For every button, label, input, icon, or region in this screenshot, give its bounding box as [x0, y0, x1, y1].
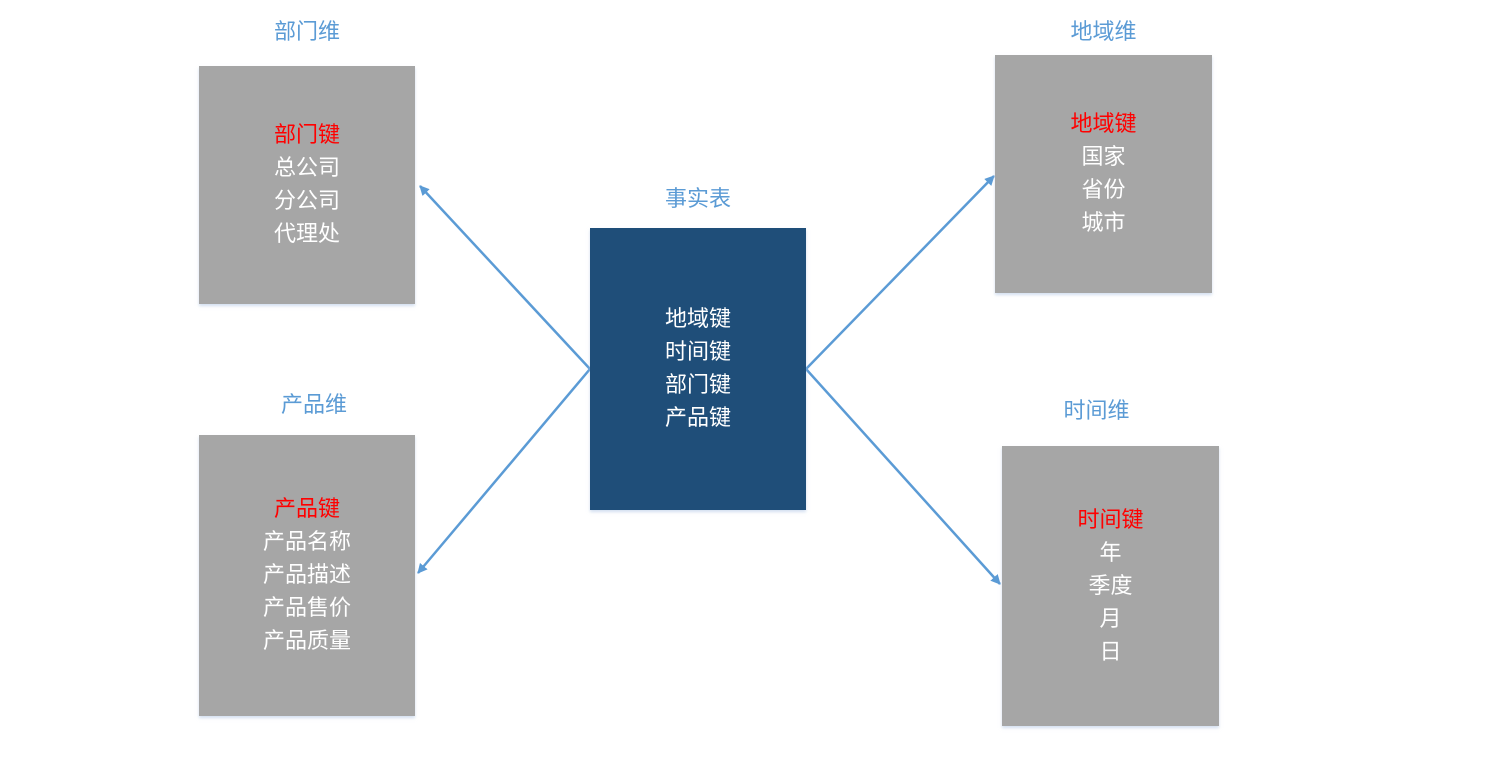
time-field: 月 — [1099, 606, 1122, 632]
region-dimension-box: 地域键 国家 省份 城市 — [995, 55, 1212, 293]
department-dimension-box: 部门键 总公司 分公司 代理处 — [199, 66, 415, 304]
time-key: 时间键 — [1077, 507, 1144, 533]
department-key: 部门键 — [273, 123, 340, 148]
fact-table-title: 事实表 — [664, 187, 731, 212]
region-dimension-title: 地域维 — [1070, 20, 1137, 45]
fact-field: 地域键 — [664, 307, 731, 332]
region-key: 地域键 — [1070, 112, 1137, 137]
department-dimension-title: 部门维 — [273, 20, 340, 45]
product-key: 产品键 — [273, 497, 340, 522]
department-field: 代理处 — [273, 222, 340, 247]
arrow-to-time — [805, 368, 1001, 585]
product-field: 产品质量 — [262, 629, 351, 654]
department-field: 总公司 — [273, 156, 340, 181]
arrow-to-department — [419, 185, 591, 370]
region-field: 国家 — [1081, 145, 1126, 170]
time-field: 季度 — [1088, 573, 1133, 599]
fact-table-box: 地域键 时间键 部门键 产品键 — [590, 228, 806, 510]
region-field: 省份 — [1081, 178, 1126, 203]
product-field: 产品售价 — [262, 596, 351, 621]
time-dimension-title: 时间维 — [1063, 399, 1130, 424]
time-field: 年 — [1099, 540, 1122, 566]
product-field: 产品描述 — [262, 563, 351, 588]
department-field: 分公司 — [273, 189, 340, 214]
product-dimension-box: 产品键 产品名称 产品描述 产品售价 产品质量 — [199, 435, 415, 716]
fact-field: 部门键 — [664, 373, 731, 398]
arrow-to-region — [805, 175, 995, 370]
time-dimension-box: 时间键 年 季度 月 日 — [1002, 446, 1219, 726]
time-field: 日 — [1099, 639, 1122, 665]
region-field: 城市 — [1081, 211, 1126, 236]
product-field: 产品名称 — [262, 530, 351, 555]
product-dimension-title: 产品维 — [280, 393, 347, 418]
fact-field: 产品键 — [664, 406, 731, 431]
arrow-to-product — [417, 368, 591, 574]
fact-field: 时间键 — [664, 340, 731, 365]
